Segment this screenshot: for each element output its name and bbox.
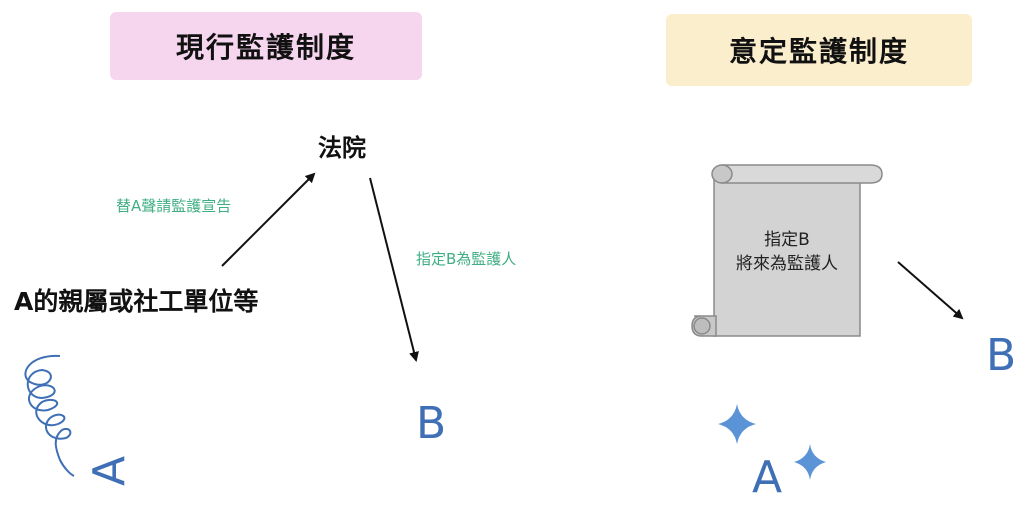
arrow-appoint: [369, 177, 419, 362]
scroll-icon: [691, 164, 883, 337]
applicant-label: A的親屬或社工單位等: [14, 287, 259, 316]
apply-arrow-label: 替A聲請監護宣告: [116, 197, 232, 215]
current-system-title: 現行監護制度: [110, 12, 422, 80]
arrow-apply: [221, 172, 316, 267]
sparkle-icon: [718, 404, 756, 444]
scroll-text: 指定B 將來為監護人: [714, 228, 860, 276]
arrow-scroll-to-b: [897, 261, 964, 320]
scribble-icon: [24, 354, 75, 477]
person-a-right: A: [752, 452, 783, 503]
appoint-arrow-label: 指定B為監護人: [416, 250, 517, 268]
designated-system-title: 意定監護制度: [666, 14, 972, 86]
sparkle-icon: [794, 444, 826, 480]
scroll-line-2: 將來為監護人: [736, 254, 838, 274]
court-label: 法院: [318, 134, 366, 162]
person-b-left: B: [416, 398, 447, 449]
scroll-line-1: 指定B: [764, 230, 810, 250]
person-b-right: B: [986, 330, 1014, 381]
person-a-left: A: [84, 455, 135, 486]
